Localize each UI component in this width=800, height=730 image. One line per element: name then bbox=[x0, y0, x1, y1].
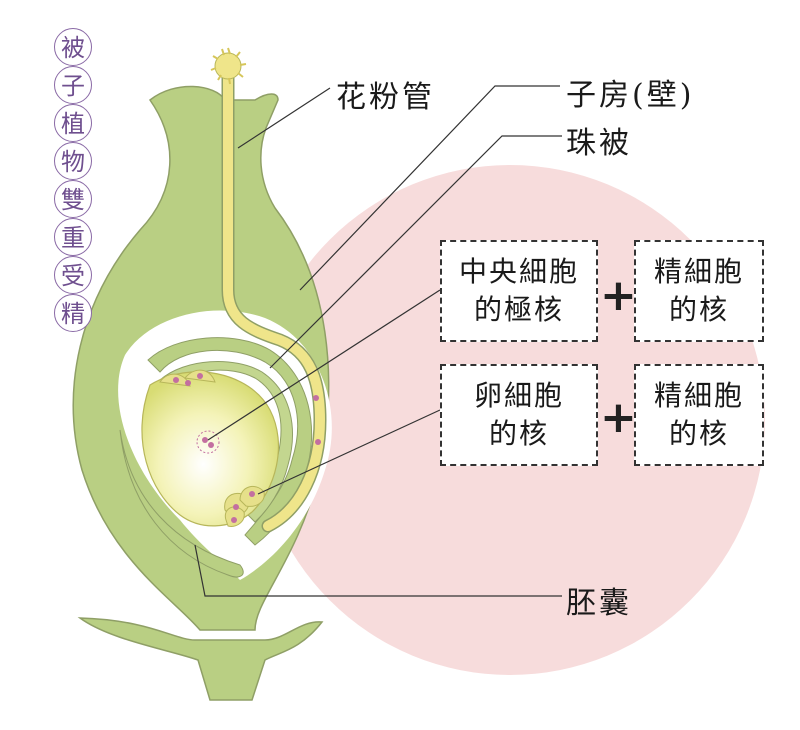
title-char: 子 bbox=[54, 66, 92, 104]
nucellus-base bbox=[119, 429, 244, 578]
pollen-tube-fill bbox=[223, 67, 326, 531]
embryo-sac bbox=[141, 371, 279, 527]
central-cell-nucleus-box: 中央細胞 的極核 bbox=[440, 240, 598, 342]
sperm-nuclei bbox=[313, 395, 321, 445]
embryo-sac-label: 胚囊 bbox=[566, 586, 632, 621]
integument-label: 珠被 bbox=[566, 126, 632, 161]
title-char: 物 bbox=[54, 142, 92, 180]
sperm-nucleus-box: 精細胞 的核 bbox=[634, 240, 764, 342]
ovary-wall-label: 子房(壁) bbox=[566, 78, 695, 113]
sperm-nucleus-box: 精細胞 的核 bbox=[634, 364, 764, 466]
box-line: 的核 bbox=[668, 293, 729, 326]
polar-nuclei bbox=[196, 430, 220, 454]
egg-cell-nucleus-box: 卵細胞 的核 bbox=[440, 364, 598, 466]
title-char: 受 bbox=[54, 256, 92, 294]
leader-lines bbox=[194, 85, 562, 597]
title-char: 雙 bbox=[54, 180, 92, 218]
pollen-tube-label: 花粉管 bbox=[336, 80, 435, 115]
box-line: 中央細胞 bbox=[458, 255, 579, 288]
box-line: 精細胞 bbox=[653, 379, 744, 412]
box-line: 的核 bbox=[488, 417, 549, 450]
box-line: 的核 bbox=[668, 417, 729, 450]
box-line: 的極核 bbox=[473, 293, 564, 326]
title-char: 精 bbox=[54, 294, 92, 332]
box-line: 卵細胞 bbox=[473, 379, 564, 412]
title-char: 植 bbox=[54, 104, 92, 142]
plus-sign: + bbox=[600, 270, 637, 321]
title-char: 被 bbox=[54, 28, 92, 66]
title-column: 被 子 植 物 雙 重 受 精 bbox=[54, 28, 98, 332]
title-char: 重 bbox=[54, 218, 92, 256]
egg-apparatus bbox=[224, 485, 265, 527]
plus-sign: + bbox=[600, 392, 637, 443]
receptacle bbox=[77, 617, 324, 701]
outer-integument bbox=[147, 337, 313, 546]
pollen-grain bbox=[210, 47, 247, 85]
antipodal-cells bbox=[159, 369, 216, 387]
box-line: 精細胞 bbox=[653, 255, 744, 288]
